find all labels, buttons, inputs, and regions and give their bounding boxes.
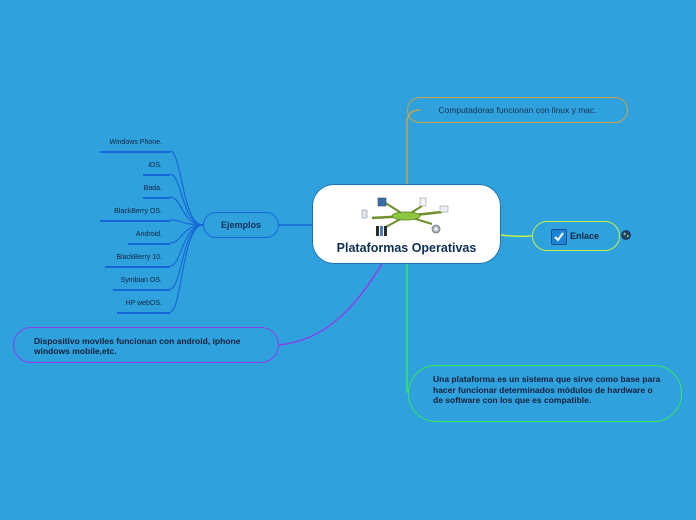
ejemplos-item[interactable]: Symbian OS. — [120, 277, 162, 284]
ejemplos-item-connector — [169, 196, 204, 226]
ejemplos-item-connector — [169, 150, 204, 226]
ejemplos-item[interactable]: Windows Phone. — [109, 139, 162, 146]
mobile-devices-topic[interactable]: Dispositivo moviles funcionan con androi… — [13, 327, 279, 363]
computers-topic[interactable]: Computadoras funcionan con linux y mac. — [407, 97, 628, 123]
enlace-topic[interactable]: Enlace — [532, 221, 620, 251]
ejemplos-item-connector — [169, 224, 204, 313]
ejemplos-item-connector — [169, 224, 204, 244]
ejemplos-item-underline — [143, 197, 170, 199]
ejemplos-item[interactable]: Android. — [135, 231, 162, 238]
ejemplos-item[interactable]: BlackBerry 10. — [116, 254, 162, 261]
connector-mobile — [278, 261, 384, 346]
leaf-connector-group — [169, 150, 204, 313]
ejemplos-item[interactable]: iOS. — [148, 162, 162, 169]
ejemplos-item-connector — [169, 224, 204, 290]
ejemplos-item-underline — [143, 174, 170, 176]
ejemplos-item[interactable]: Bada. — [143, 185, 162, 192]
ejemplos-label: Ejemplos — [220, 220, 261, 230]
central-topic-title: Plataformas Operativas — [336, 241, 477, 255]
definition-text: Una plataforma es un sistema que sirve c… — [433, 374, 661, 406]
computers-text: Computadoras funcionan con linux y mac. — [438, 105, 597, 115]
globe-icon[interactable] — [621, 230, 631, 240]
checkbox-icon[interactable] — [551, 229, 567, 245]
central-topic[interactable]: Plataformas Operativas — [312, 184, 501, 264]
connector-enlace — [500, 234, 533, 238]
central-topic-diagram-image — [361, 197, 449, 236]
ejemplos-item-underline — [113, 289, 170, 291]
ejemplos-item-connector — [169, 173, 204, 226]
enlace-label: Enlace — [570, 231, 600, 241]
definition-topic[interactable]: Una plataforma es un sistema que sirve c… — [408, 365, 682, 422]
ejemplos-item-underline — [105, 266, 170, 268]
ejemplos-item[interactable]: BlackBerry OS. — [114, 208, 162, 215]
ejemplos-item-underline — [128, 243, 170, 245]
ejemplos-item-underline — [100, 151, 170, 153]
ejemplos-item[interactable]: HP webOS. — [125, 300, 162, 307]
ejemplos-item-underline — [100, 220, 170, 222]
mobile-devices-text: Dispositivo moviles funcionan con androi… — [34, 336, 241, 356]
ejemplos-item-underline — [117, 312, 170, 314]
ejemplos-topic[interactable]: Ejemplos — [203, 212, 279, 238]
